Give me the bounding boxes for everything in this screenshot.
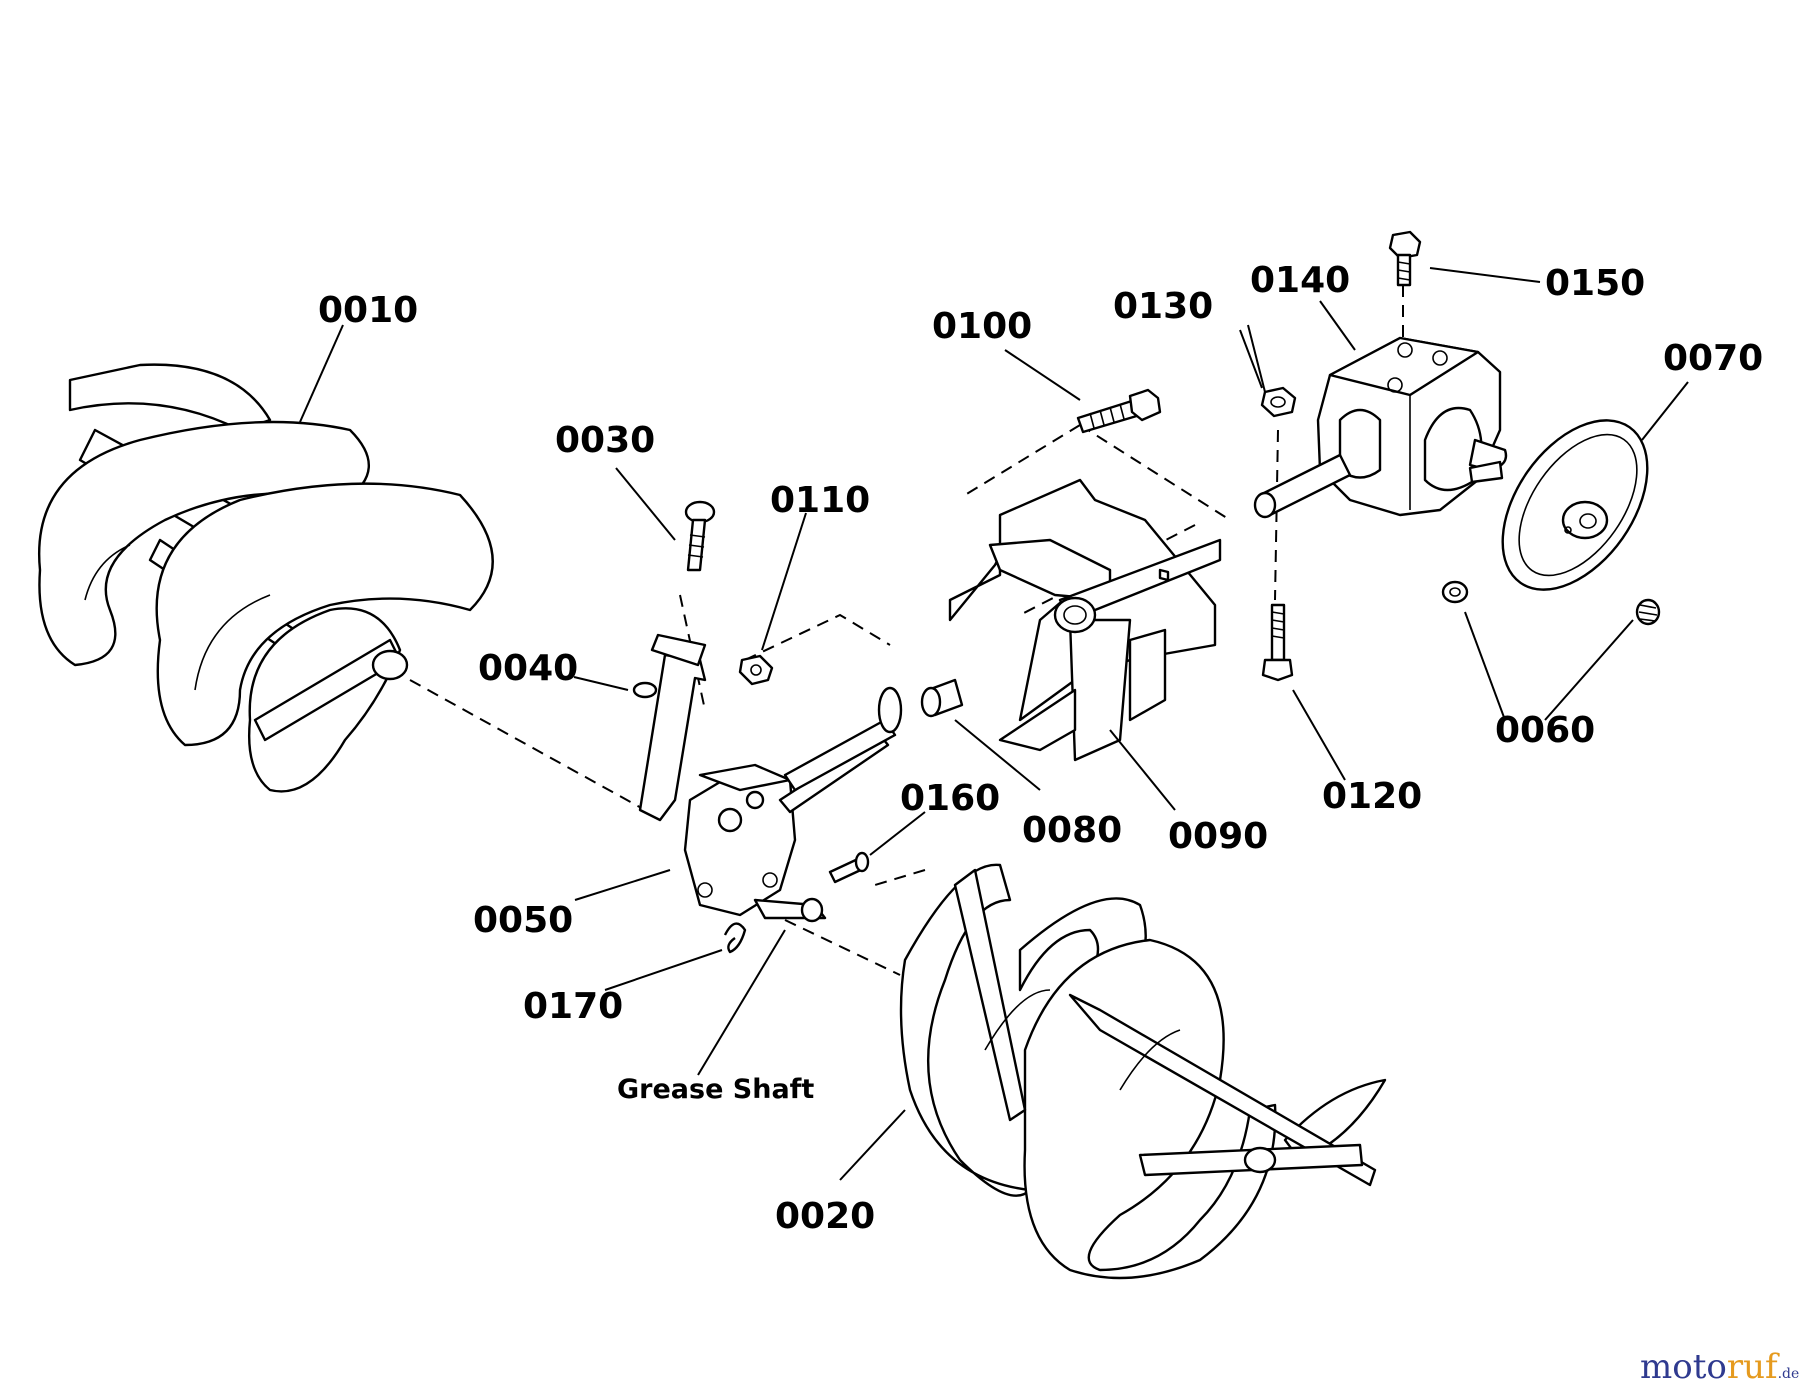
watermark-text: motoruf.de <box>1640 1347 1799 1387</box>
label-0120: 0120 <box>1322 776 1422 817</box>
part-0140-gearbox <box>1253 336 1508 519</box>
label-0100: 0100 <box>932 306 1032 347</box>
label-0170: 0170 <box>523 986 623 1027</box>
part-0050-gear-case <box>683 733 890 923</box>
label-0140: 0140 <box>1250 260 1350 301</box>
part-0090-housing-bracket <box>948 478 1222 762</box>
grease-shaft-note: Grease Shaft <box>617 1074 814 1105</box>
part-0040-bracket-rod <box>632 633 707 822</box>
label-0030: 0030 <box>555 420 655 461</box>
label-0060: 0060 <box>1495 710 1595 751</box>
label-0150: 0150 <box>1545 263 1645 304</box>
label-0080: 0080 <box>1022 810 1122 851</box>
part-0120-hex-bolt <box>1261 603 1294 682</box>
part-0110-hex-nut <box>738 654 774 686</box>
assembly-dash-lines <box>409 285 1404 976</box>
label-0010: 0010 <box>318 290 418 331</box>
part-0070-pulley <box>1501 419 1649 591</box>
part-0010-left-auger <box>38 363 494 793</box>
part-0130-hex-nut <box>1260 386 1297 418</box>
label-0110: 0110 <box>770 480 870 521</box>
watermark-logo: motoruf.de <box>1640 1347 1799 1387</box>
part-0170-clip <box>723 922 747 954</box>
label-0090: 0090 <box>1168 816 1268 857</box>
part-0160-clevis-pin <box>828 851 870 884</box>
label-0050: 0050 <box>473 900 573 941</box>
part-0150-hex-bolt <box>1388 230 1422 287</box>
label-0130: 0130 <box>1113 286 1213 327</box>
label-0040: 0040 <box>478 648 578 689</box>
label-0070: 0070 <box>1663 338 1763 379</box>
part-labels: 0010 0020 0030 0040 0050 0060 0070 0080 … <box>318 260 1763 1237</box>
part-0030-carriage-bolt <box>684 500 716 572</box>
part-0020-right-auger <box>899 863 1387 1280</box>
label-0160: 0160 <box>900 778 1000 819</box>
part-0100-hex-bolt-clean <box>1076 388 1162 434</box>
leader-lines <box>299 267 1689 1181</box>
label-0020: 0020 <box>775 1196 875 1237</box>
part-0060-set-screws <box>1441 580 1661 626</box>
part-0080-bushing <box>920 678 964 718</box>
auger-shaft <box>783 686 903 792</box>
